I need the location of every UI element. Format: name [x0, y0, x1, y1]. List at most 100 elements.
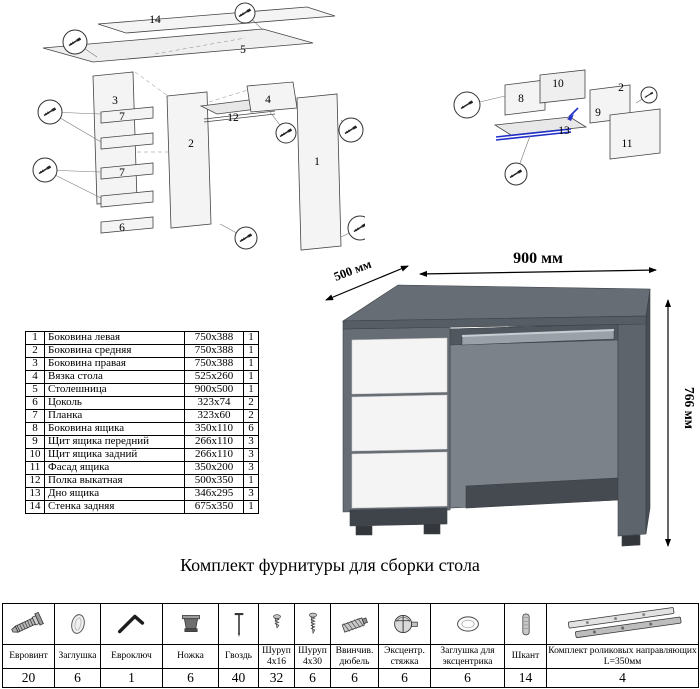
part-number-label: 8: [518, 93, 524, 105]
hardware-name-cell: Шкант: [504, 644, 547, 669]
part-slat: [100, 132, 154, 150]
hardware-icon-cell: [378, 603, 431, 645]
hardware-qty-cell: 1: [100, 668, 163, 688]
part-number-label: 3: [112, 95, 118, 107]
hardware-icon-cell: [546, 603, 699, 645]
hardware-qty-cell: 4: [546, 668, 699, 688]
part-number-label: 11: [621, 138, 632, 150]
hardware-icon-cell: [162, 603, 219, 645]
hardware-icon-cell: [504, 603, 547, 645]
part-drawer-facade: [609, 108, 661, 160]
part-size-cell: 346x295: [184, 487, 244, 501]
roller-rails-icon: [567, 607, 681, 638]
part-size-cell: 350x110: [184, 422, 244, 436]
hardware-name-cell: Заглушка для эксцентрика: [430, 644, 505, 669]
part-qty-cell: 3: [243, 448, 259, 462]
hardware-qty-cell: 6: [378, 668, 431, 688]
desk-foot: [355, 525, 373, 536]
screw-4x16-icon: [272, 614, 281, 629]
height-dimension-label: 766 мм: [682, 387, 697, 429]
table-row: 4 Вязка стола 525x260 1: [25, 370, 259, 384]
part-number-cell: 9: [25, 435, 45, 449]
hardware-name-cell: Ввинчив. дюбель: [330, 644, 379, 669]
part-number-cell: 3: [25, 357, 45, 371]
part-slat: [100, 190, 154, 208]
part-name-cell: Фасад ящика: [44, 461, 185, 475]
table-row: 1 Боковина левая 750x388 1: [25, 331, 259, 345]
part-number-label: 7: [119, 167, 125, 179]
part-name-cell: Вязка стола: [44, 370, 185, 384]
hardware-name-cell: Евровинт: [2, 644, 55, 669]
part-number-label: 6: [119, 222, 125, 234]
part-number-cell: 13: [25, 487, 45, 501]
hardware-qty-cell: 6: [54, 668, 101, 688]
part-qty-cell: 2: [243, 396, 259, 410]
part-number-label: 4: [265, 94, 271, 106]
hardware-name-cell: Комплект роликовых направляющих L=350мм: [546, 644, 699, 669]
cam-lock-icon: [393, 615, 418, 633]
hardware-icon-cell: [218, 603, 259, 645]
part-slat: [100, 162, 154, 180]
hardware-name-cell: Эксцентр. стяжка: [378, 644, 431, 669]
depth-dimension-label: 500 мм: [332, 257, 374, 284]
part-number-cell: 8: [25, 422, 45, 436]
table-row: 13 Дно ящика 346x295 3: [25, 487, 259, 501]
part-drawer-side: [504, 79, 546, 116]
hardware-name-cell: Шуруп 4x30: [294, 644, 331, 669]
part-size-cell: 500x350: [184, 474, 244, 488]
part-number-labels: 14 5 3 7 7 6 2 12 4 1: [112, 14, 320, 234]
part-number-cell: 12: [25, 474, 45, 488]
table-row: 2 Боковина средняя 750x388 1: [25, 344, 259, 358]
hardware-qty-cell: 14: [504, 668, 547, 688]
hardware-name-cell: Шуруп 4x16: [258, 644, 295, 669]
desk-render: 900 мм 500 мм 766 мм: [325, 250, 697, 547]
part-name-cell: Боковина правая: [44, 357, 185, 371]
part-number-cell: 1: [25, 331, 45, 345]
width-dimension-label: 900 мм: [513, 250, 563, 267]
table-row: 7 Планка 323x60 2: [25, 409, 259, 423]
part-number-cell: 11: [25, 461, 45, 475]
part-drawer-back: [539, 69, 586, 104]
table-row: 14 Стенка задняя 675x350 1: [25, 500, 259, 514]
part-tie-panel: [246, 81, 298, 113]
drawer-front: [351, 451, 448, 509]
part-qty-cell: 6: [243, 422, 259, 436]
dowel-pin-icon: [521, 613, 530, 636]
hardware-qty-row: 20 6 1 6 40 32 6 6 6 6 14 4: [2, 668, 699, 688]
drawer-parts-shapes: [493, 69, 661, 160]
desk-foot: [621, 534, 641, 547]
part-number-label: 2: [618, 82, 624, 94]
drawer-front: [351, 337, 448, 395]
part-qty-cell: 1: [243, 344, 259, 358]
part-name-cell: Планка: [44, 409, 185, 423]
part-number-label: 1: [314, 156, 320, 168]
part-slat: [100, 106, 154, 124]
hardware-icon-cell: [54, 603, 101, 645]
part-number-label: 2: [188, 138, 194, 150]
part-name-cell: Цоколь: [44, 396, 185, 410]
part-number-cell: 4: [25, 370, 45, 384]
table-row: 10 Щит ящика задний 266x110 3: [25, 448, 259, 462]
screw-dowel-icon: [341, 617, 368, 633]
part-number-label: 10: [552, 78, 564, 90]
part-number-cell: 14: [25, 500, 45, 514]
part-size-cell: 266x110: [184, 448, 244, 462]
part-middle-side: [166, 91, 212, 229]
hardware-name-cell: Евроключ: [100, 644, 163, 669]
hardware-qty-cell: 6: [162, 668, 219, 688]
part-name-cell: Боковина ящика: [44, 422, 185, 436]
part-name-cell: Боковина левая: [44, 331, 185, 345]
desk-right-panel: [617, 315, 647, 537]
hardware-icon-cell: [258, 603, 295, 645]
roller-rail-highlight: [495, 107, 579, 141]
hardware-icon-cell: [330, 603, 379, 645]
part-qty-cell: 3: [243, 461, 259, 475]
part-name-cell: Дно ящика: [44, 487, 185, 501]
desk-plinth: [349, 507, 448, 527]
part-qty-cell: 3: [243, 435, 259, 449]
part-qty-cell: 1: [243, 370, 259, 384]
hardware-icon-cell: [2, 603, 55, 645]
part-back-panel: [97, 6, 336, 34]
hardware-qty-cell: 40: [218, 668, 259, 688]
hardware-icon-cell: [430, 603, 505, 645]
